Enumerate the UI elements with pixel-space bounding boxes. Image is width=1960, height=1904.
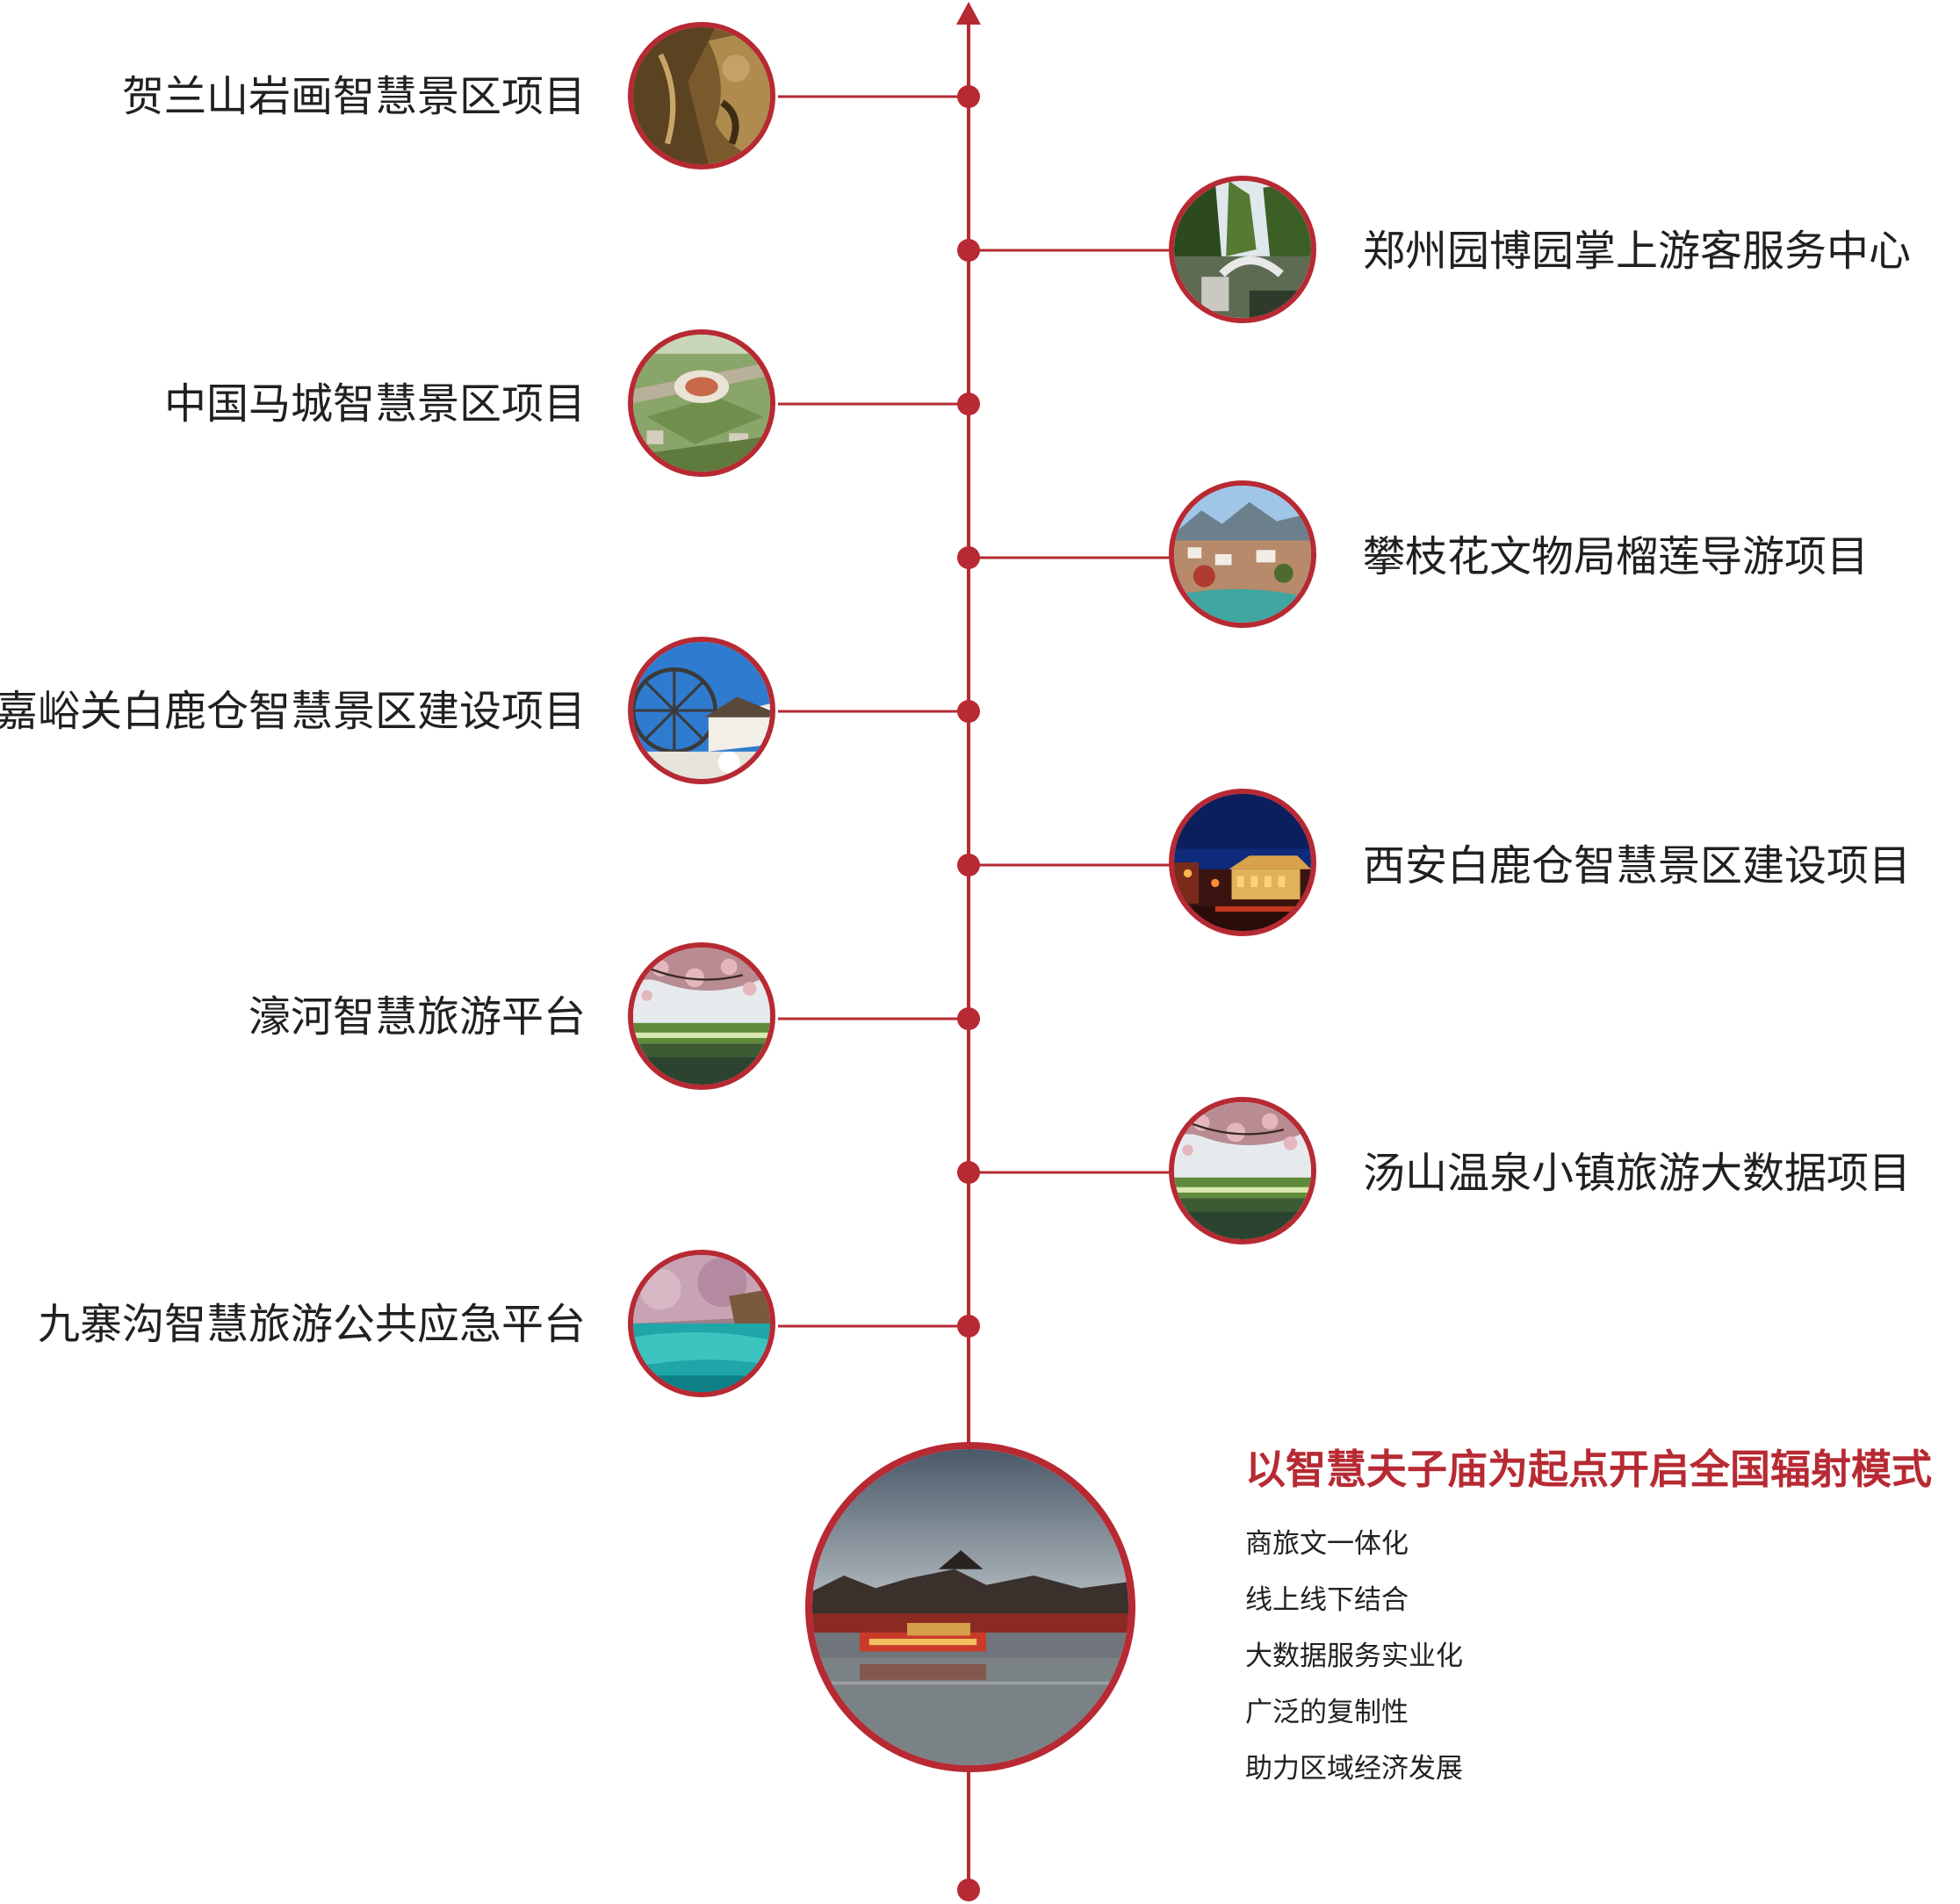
- project-label-6: 西安白鹿仓智慧景区建设项目: [1363, 841, 1912, 891]
- final-bullet-list: 商旅文一体化 线上线下结合 大数据服务实业化 广泛的复制性 助力区域经济发展: [1245, 1526, 1463, 1807]
- garden-bridge-image: [1169, 176, 1316, 323]
- project-label-7: 濠河智慧旅游平台: [248, 992, 586, 1042]
- timeline-dot: [957, 85, 980, 108]
- project-label-5: 嘉峪关白鹿仓智慧景区建设项目: [0, 687, 586, 736]
- rock-art-cliff-image: [628, 22, 775, 169]
- project-label-9: 九寨沟智慧旅游公共应急平台: [37, 1300, 586, 1349]
- horse-city-aerial-image: [628, 329, 775, 477]
- timeline-dot: [957, 546, 980, 569]
- timeline-dot: [957, 854, 980, 876]
- project-label-3: 中国马城智慧景区项目: [163, 379, 586, 429]
- timeline-end-dot: [957, 1879, 980, 1901]
- project-label-4: 攀枝花文物局榴莲导游项目: [1363, 532, 1870, 581]
- mountain-town-image: [1169, 480, 1316, 628]
- timeline-dot: [957, 1007, 980, 1030]
- timeline-arrow-icon: [956, 2, 981, 25]
- bullet-item: 商旅文一体化: [1245, 1528, 1409, 1560]
- cherry-blossom-river-image: [1169, 1097, 1316, 1244]
- confucius-temple-river-image: [805, 1442, 1135, 1772]
- timeline-dot: [957, 1161, 980, 1184]
- bullet-item: 大数据服务实业化: [1245, 1641, 1463, 1672]
- project-label-1: 贺兰山岩画智慧景区项目: [121, 72, 586, 121]
- bullet-item: 助力区域经济发展: [1245, 1753, 1463, 1785]
- project-label-2: 郑州园博园掌上游客服务中心: [1363, 227, 1912, 276]
- timeline-dot: [957, 1315, 980, 1338]
- turquoise-lake-image: [628, 1250, 775, 1397]
- night-palace-image: [1169, 789, 1316, 936]
- bullet-item: 线上线下结合: [1245, 1584, 1409, 1616]
- waterwheel-pavilion-image: [628, 637, 775, 784]
- timeline-connectors: [778, 85, 1170, 1338]
- timeline-dot: [957, 700, 980, 723]
- timeline-dot: [957, 239, 980, 262]
- bullet-item: 广泛的复制性: [1245, 1697, 1409, 1728]
- final-headline: 以智慧夫子庙为起点开启全国辐射模式: [1245, 1446, 1932, 1493]
- project-label-8: 汤山温泉小镇旅游大数据项目: [1363, 1149, 1912, 1198]
- cherry-blossom-river-image: [628, 942, 775, 1090]
- timeline-dot: [957, 393, 980, 415]
